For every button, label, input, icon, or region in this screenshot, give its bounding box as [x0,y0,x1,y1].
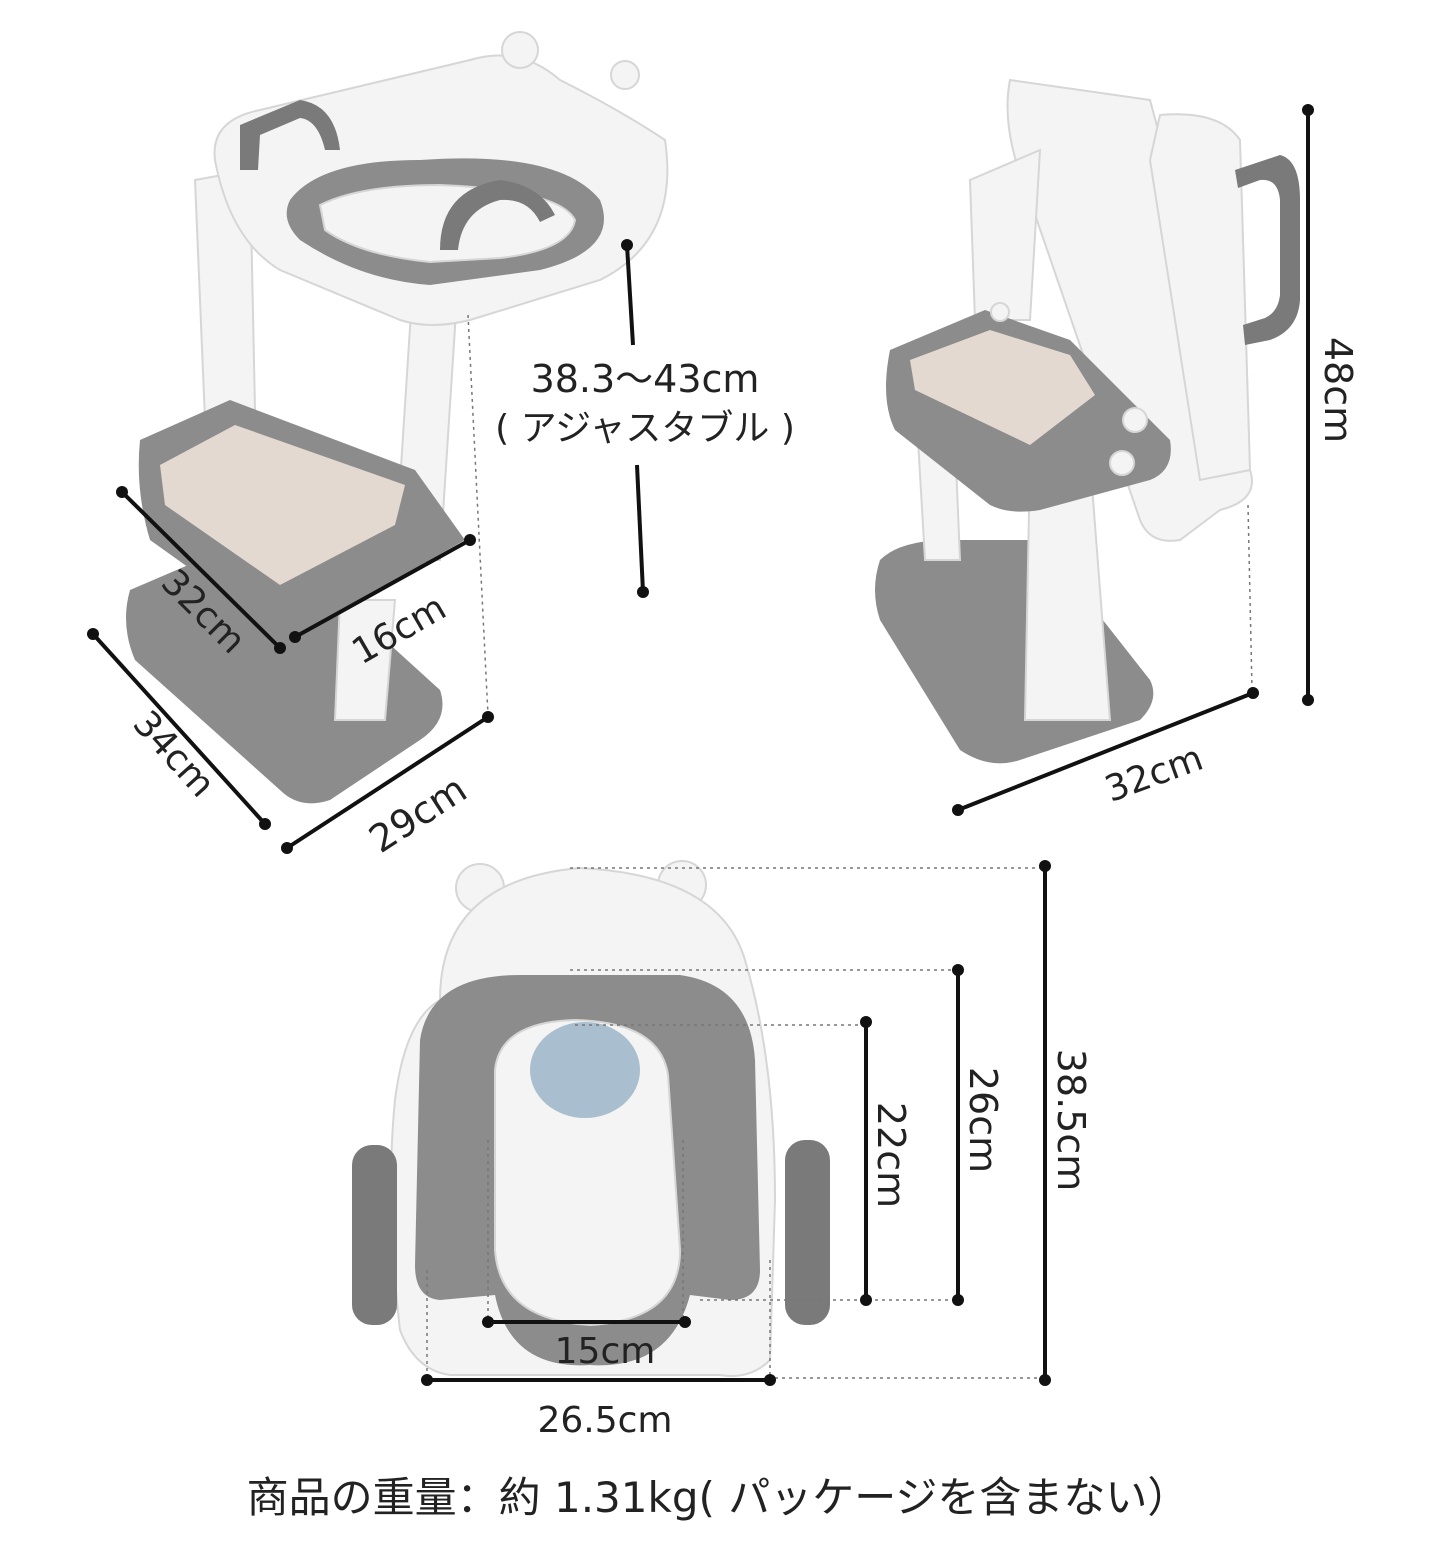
side-view-illustration [875,78,1300,764]
front-ear-left [501,31,539,69]
dimension-dot [464,534,476,546]
dimension-dot [87,628,99,640]
side-height-guide [1247,504,1253,691]
dimension-dot [860,1294,872,1306]
top-total-length-dimension: 38.5cm [1039,860,1093,1386]
dimension-dot [1039,860,1051,872]
dimension-dot [679,1316,691,1328]
side-front-panel [1148,113,1252,482]
top-view-illustration [352,860,830,1377]
top-opening-length-label: 22cm [869,1102,913,1208]
dimension-dot [281,842,293,854]
front-leg-lower [333,599,397,721]
side-handle [1235,155,1300,345]
top-inner-length-dimension: 26cm [952,964,1005,1306]
front-height-line-lower [635,464,645,593]
top-outer-width-label: 26.5cm [537,1400,672,1441]
front-step-pad [160,425,405,585]
front-height-note: ( アジャスタブル ) [495,408,795,449]
top-total-length-label: 38.5cm [1049,1049,1093,1192]
screw-icon [1109,450,1135,476]
dimension-dot [259,818,271,830]
front-height-guide [467,314,489,716]
top-outer-width-dimension: 26.5cm [421,1374,776,1441]
top-opening-width-label: 15cm [555,1331,656,1372]
dimension-dot [952,1294,964,1306]
screw-icon [1122,407,1148,433]
front-height-line-upper [625,244,635,346]
top-opening-width-dimension: 15cm [482,1316,691,1372]
screw-icon [990,302,1010,322]
top-view-guides [426,867,1045,1379]
dimension-dot [1302,694,1314,706]
dimension-dot [1247,687,1259,699]
dimension-dot [952,804,964,816]
top-inner-length-label: 26cm [961,1067,1005,1173]
dimension-dot [764,1374,776,1386]
front-step-depth-line [294,538,471,639]
dimension-dot [274,642,286,654]
dimension-dot [1039,1374,1051,1386]
dimension-dot [482,1316,494,1328]
front-step-width-line [120,490,282,650]
front-height-label: 38.3～43cm [531,357,760,401]
side-height-label: 48cm [1316,337,1360,443]
side-height-dimension: 48cm [1302,104,1360,706]
top-opening-length-dimension: 22cm [860,1016,913,1306]
top-handle-left [352,1145,397,1325]
side-leg-upper [968,148,1042,321]
top-seat-shadow [530,1022,640,1118]
side-base-line [957,691,1254,812]
front-base-depth-line [285,715,490,850]
front-height-dimension: 38.3～43cm ( アジャスタブル ) [495,239,795,598]
front-base-depth-label: 29cm [361,767,474,862]
top-handle-right [785,1140,830,1325]
front-handle-left [240,100,340,170]
dimension-dot [289,631,301,643]
dimension-dot [1302,104,1314,116]
dimension-dot [482,711,494,723]
side-base [875,540,1154,764]
front-view-illustration [126,31,669,804]
dimension-dot [860,1016,872,1028]
front-handle-right [440,180,555,250]
side-step-pad [910,330,1095,445]
dimension-dot [421,1374,433,1386]
dimension-dot [621,239,633,251]
dimension-dot [637,586,649,598]
dimension-dot [952,964,964,976]
weight-text: 商品の重量：約 1.31kg( パッケージを含まない） [247,1473,1190,1522]
front-ear-right [610,60,640,90]
front-base-width-line [91,632,267,826]
dimension-dot [116,486,128,498]
